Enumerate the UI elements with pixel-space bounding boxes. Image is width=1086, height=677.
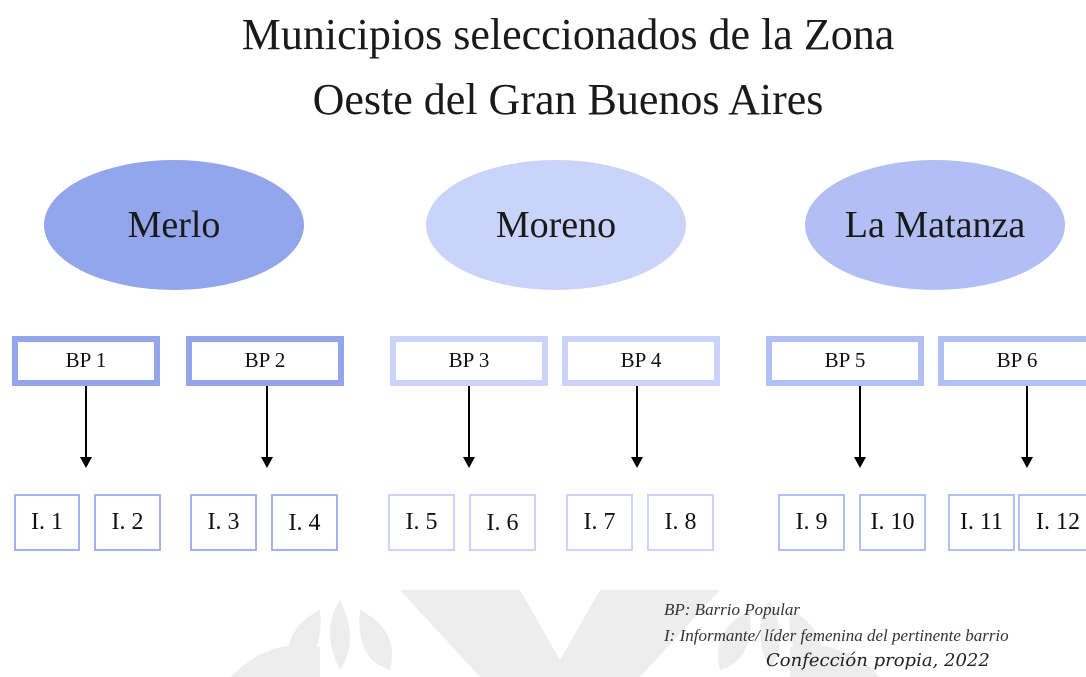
inf-box-1: I. 1: [14, 494, 80, 551]
inf-box-9: I. 9: [778, 494, 845, 551]
arrowhead-bp6: [1021, 457, 1033, 468]
arrowhead-bp4: [631, 457, 643, 468]
arrowhead-bp1: [80, 457, 92, 468]
bp-box-1: BP 1: [12, 336, 160, 386]
inf-box-2: I. 2: [94, 494, 161, 551]
inf-box-5: I. 5: [388, 494, 455, 551]
inf-box-6: I. 6: [469, 494, 536, 551]
inf-box-7: I. 7: [566, 494, 633, 551]
bp-box-5: BP 5: [766, 336, 924, 386]
title-line-2: Oeste del Gran Buenos Aires: [312, 75, 824, 124]
bp-box-2: BP 2: [186, 336, 344, 386]
inf-box-3: I. 3: [190, 494, 257, 551]
credit-text: Confección propia, 2022: [766, 650, 990, 671]
municipio-la-matanza: La Matanza: [805, 160, 1065, 290]
legend-bp: BP: Barrio Popular: [664, 600, 800, 619]
bp-box-4: BP 4: [562, 336, 720, 386]
municipio-merlo: Merlo: [44, 160, 304, 290]
arrowhead-bp2: [261, 457, 273, 468]
title-line-1: Municipios seleccionados de la Zona: [241, 10, 895, 59]
legend-i: I: Informante/ líder femenina del pertin…: [664, 626, 1009, 645]
bp-box-3: BP 3: [390, 336, 548, 386]
inf-box-10: I. 10: [859, 494, 926, 551]
bp-box-6: BP 6: [938, 336, 1086, 386]
inf-box-12: I. 12: [1018, 494, 1086, 551]
inf-box-11: I. 11: [948, 494, 1015, 551]
inf-box-4: I. 4: [271, 494, 338, 551]
arrowhead-bp3: [463, 457, 475, 468]
municipio-moreno: Moreno: [426, 160, 686, 290]
arrowhead-bp5: [854, 457, 866, 468]
inf-box-8: I. 8: [647, 494, 714, 551]
